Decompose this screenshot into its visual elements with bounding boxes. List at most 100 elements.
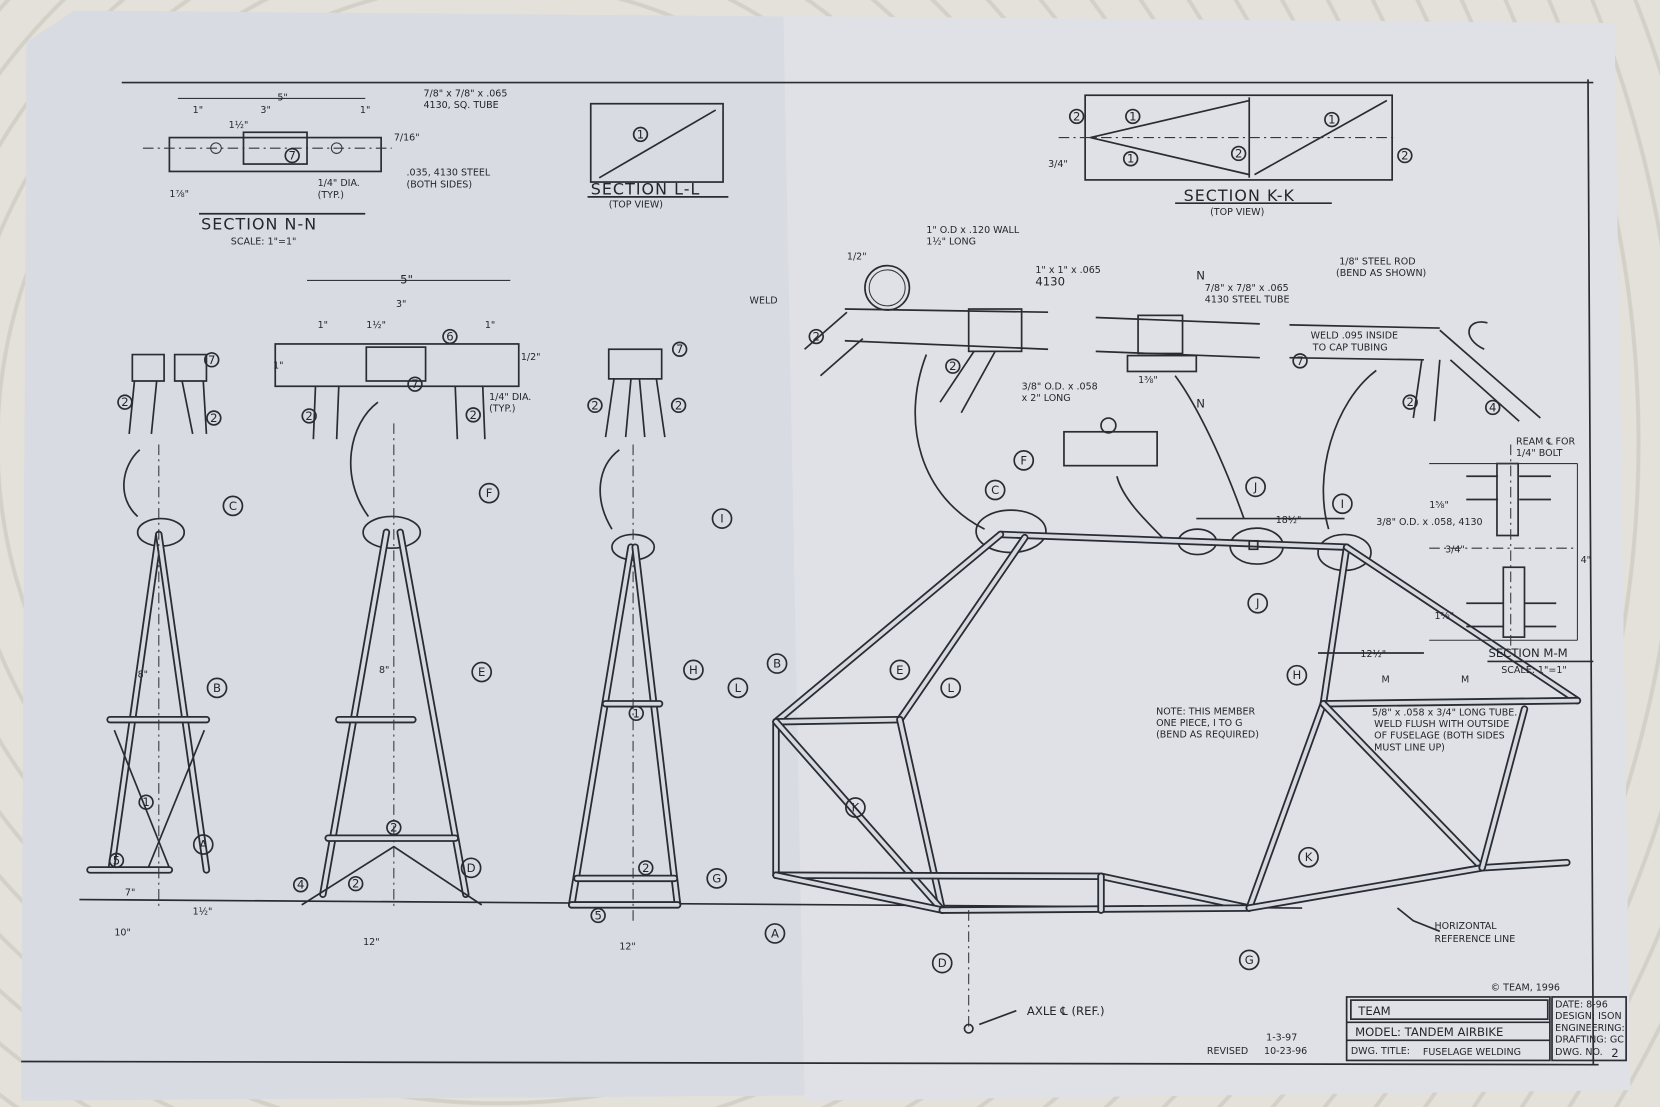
title-block-engineering: ENGINEERING: [1555, 1023, 1625, 1034]
frame-tube [1321, 701, 1485, 870]
note: (BOTH SIDES) [407, 179, 473, 190]
section-nn-title: SECTION N-N [201, 215, 317, 234]
callout-label: L [947, 681, 954, 695]
station-callout: C [222, 495, 244, 517]
callout-circle [1238, 949, 1260, 971]
station-callout: I [1332, 493, 1353, 515]
callout-label: 7 [411, 377, 418, 391]
callout-label: J [1253, 480, 1257, 494]
callout-label: 1 [1328, 113, 1335, 127]
section-cut-marker: N [1196, 396, 1205, 410]
section-kk-sub: (TOP VIEW) [1210, 207, 1264, 218]
part-number-callout: 7 [407, 376, 423, 392]
note: OF FUSELAGE (BOTH SIDES [1374, 731, 1505, 742]
part-number-callout: 2 [1397, 147, 1413, 164]
note: 1" x 1" x .065 [1035, 265, 1100, 276]
callout-label: 1 [1127, 152, 1134, 166]
callout-circle [1485, 399, 1501, 416]
dim: 1⅞" [169, 189, 189, 200]
callout-label: 1 [142, 795, 149, 809]
note: 5/8" x .058 x 3/4" LONG TUBE. [1372, 707, 1517, 718]
callout-circle [638, 860, 654, 876]
front-view-station-f [274, 279, 520, 911]
callout-circle [471, 661, 493, 683]
dim: 5" [277, 93, 287, 104]
callout-label: H [1292, 668, 1301, 682]
callout-label: F [486, 486, 493, 500]
dim: 1⅝" [1429, 500, 1449, 511]
frame-tube [774, 873, 1103, 879]
part-number-callout: 1 [1125, 108, 1141, 125]
callout-label: 2 [591, 398, 598, 412]
part-number-callout: 2 [945, 358, 961, 374]
note: WELD [750, 296, 778, 307]
frame-tube [1344, 545, 1580, 703]
callout-label: G [1245, 953, 1254, 967]
station-callout: A [764, 923, 786, 944]
dim: 7" [125, 887, 135, 898]
section-cut-marker: M [1382, 675, 1390, 686]
note: (BEND AS SHOWN) [1336, 268, 1426, 279]
copyright: © TEAM, 1996 [1491, 983, 1560, 994]
dim: 3" [396, 299, 406, 310]
note: 1/8" STEEL ROD [1339, 257, 1415, 268]
callout-label: 2 [949, 359, 956, 373]
station-callout: D [460, 857, 482, 879]
station-callout: B [206, 677, 228, 699]
callout-label: 2 [675, 398, 682, 412]
callout-label: B [213, 681, 221, 695]
dim: 1" [273, 360, 283, 371]
station-callout: J [1245, 476, 1266, 498]
station-callout: D [931, 952, 953, 974]
part-number-callout: 2 [117, 394, 133, 410]
callout-circle [1247, 592, 1269, 614]
station-callout: B [766, 653, 788, 674]
frame-tube [1321, 545, 1349, 706]
callout-label: H [689, 663, 698, 677]
note: 1½" LONG [926, 236, 976, 247]
note: .035, 4130 STEEL [407, 168, 491, 179]
callout-label: 2 [352, 877, 359, 891]
part-number-callout: 1 [632, 126, 649, 143]
part-number-callout: 2 [301, 408, 317, 424]
callout-circle [460, 857, 482, 879]
title-block-label: DWG. NO. [1555, 1047, 1602, 1058]
paper-sheet [21, 10, 1631, 1101]
callout-circle [407, 376, 423, 392]
note: ONE PIECE, I TO G [1156, 718, 1242, 729]
callout-circle [204, 352, 220, 368]
section-nn-scale: SCALE: 1"=1" [231, 236, 297, 247]
callout-label: F [1020, 453, 1027, 467]
callout-label: 2 [642, 861, 649, 875]
note: 4130 STEEL TUBE [1205, 295, 1290, 306]
callout-label: I [720, 512, 723, 526]
part-number-callout: 1 [628, 705, 644, 722]
note: x 2" LONG [1022, 393, 1071, 404]
part-number-callout: 2 [587, 397, 603, 414]
callout-label: 6 [446, 330, 453, 344]
callout-circle [764, 923, 786, 944]
note: REAM ℄ FOR [1516, 436, 1575, 447]
callout-circle [683, 659, 704, 681]
station-callout: F [478, 482, 500, 504]
callout-circle [766, 653, 788, 674]
callout-label: I [1341, 497, 1344, 511]
callout-circle [1402, 394, 1418, 410]
callout-circle [808, 328, 824, 345]
part-number-callout: 7 [284, 147, 300, 164]
section-cut-marker: M [1461, 675, 1469, 686]
title-block-drafting: DRAFTING: GC [1555, 1034, 1624, 1045]
callout-label: B [773, 657, 781, 671]
dim: 1" [318, 320, 328, 331]
dim: 12" [619, 941, 636, 952]
callout-circle [1068, 108, 1085, 125]
part-number-callout: 2 [1402, 394, 1418, 410]
part-number-callout: 2 [465, 407, 481, 423]
part-number-callout: 4 [1485, 399, 1501, 416]
note: WELD FLUSH WITH OUTSIDE [1374, 719, 1509, 730]
note: 3/8" O.D. x .058 [1022, 381, 1098, 392]
front-view-station-i [567, 348, 682, 921]
note: 4130, SQ. TUBE [423, 100, 498, 111]
callout-circle [711, 508, 733, 529]
